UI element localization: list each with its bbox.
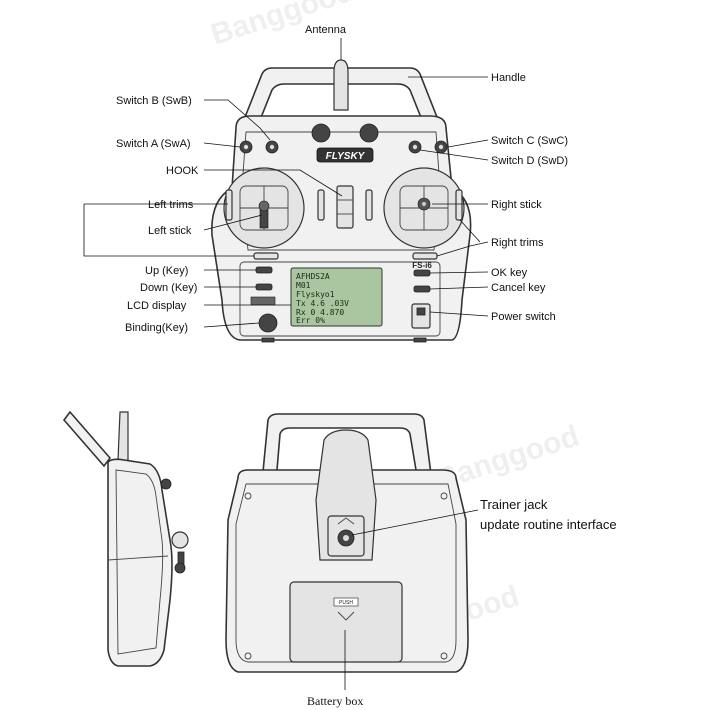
left-stick-icon [258, 200, 270, 229]
label-switch-b: Switch B (SwB) [116, 95, 192, 107]
screw-tl [244, 492, 252, 500]
side-gimbal [171, 531, 189, 549]
front-view: FLYSKY [211, 59, 472, 343]
side-antenna [117, 411, 129, 463]
lcd-line-2: M01 [296, 281, 311, 290]
knob-right [359, 123, 379, 143]
power-switch [411, 303, 431, 329]
switch-c-icon [408, 140, 422, 154]
label-right-trims: Right trims [491, 237, 544, 249]
label-binding-key: Binding(Key) [125, 322, 188, 334]
label-ok-key: OK key [491, 267, 528, 279]
label-power-switch: Power switch [491, 311, 556, 323]
lcd-line-1: AFHDS2A [296, 272, 330, 281]
label-trainer-jack: Trainer jack [480, 497, 548, 512]
lower-panel [239, 261, 441, 337]
side-inner [115, 469, 164, 655]
battery-door [289, 581, 403, 663]
lcd-line-6: Err 0% [296, 316, 325, 325]
screw-tr [440, 492, 448, 500]
side-view [62, 410, 189, 667]
lcd-line-5: Rx 0 4.870 [296, 308, 344, 317]
label-down-key: Down (Key) [140, 282, 197, 294]
push-label: PUSH [339, 600, 353, 606]
label-left-stick: Left stick [148, 225, 192, 237]
knob-left [311, 123, 331, 143]
right-horizontal-trim [412, 252, 438, 260]
push-tab [333, 597, 359, 607]
right-inner-trim [365, 189, 373, 221]
back-body [225, 469, 469, 673]
left-horizontal-trim [253, 252, 279, 260]
lcd-display [290, 267, 383, 327]
leader-trainer [351, 509, 479, 536]
model-label: FS-i6 [412, 261, 432, 270]
leader-lines [83, 38, 489, 328]
label-switch-d: Switch D (SwD) [491, 155, 568, 167]
lcd-line-3: Flyskyo1 [296, 290, 335, 299]
label-switch-a: Switch A (SwA) [116, 138, 191, 150]
label-lcd-display: LCD display [127, 300, 187, 312]
cancel-key [413, 285, 431, 293]
label-battery-box: Battery box [307, 694, 363, 708]
label-right-stick: Right stick [491, 199, 542, 211]
lcd-line-4: Tx 4.6 .03V [296, 299, 349, 308]
side-stick-top [174, 562, 186, 574]
push-arrow-icon [337, 611, 355, 621]
switch-a-icon [239, 140, 253, 154]
left-vertical-trim [225, 189, 233, 221]
side-body [107, 458, 173, 667]
label-handle: Handle [491, 72, 526, 84]
label-antenna: Antenna [305, 24, 347, 36]
back-inner [235, 483, 457, 663]
trainer-arrow [337, 517, 355, 525]
label-switch-c: Switch C (SwC) [491, 135, 568, 147]
binding-key [258, 313, 278, 333]
screw-br [440, 652, 448, 660]
trainer-jack-hole [343, 535, 349, 541]
side-handle [62, 410, 112, 468]
hook [336, 185, 354, 229]
foot-right [413, 337, 427, 343]
label-left-trims: Left trims [148, 199, 194, 211]
right-stick-icon [417, 197, 431, 211]
lcd-side-label [250, 296, 276, 306]
power-switch-knob [416, 307, 426, 316]
ok-key [413, 269, 431, 277]
down-key [255, 283, 273, 291]
foot-left [261, 337, 275, 343]
up-key [255, 266, 273, 274]
side-knob-1 [160, 478, 172, 490]
right-vertical-trim [455, 189, 463, 221]
screw-bl [244, 652, 252, 660]
label-update-interface: update routine interface [480, 517, 617, 532]
brand-badge [316, 147, 374, 163]
label-cancel-key: Cancel key [491, 282, 546, 294]
brand-label: FLYSKY [326, 151, 366, 162]
switch-d-icon [434, 140, 448, 154]
switch-b-icon [265, 140, 279, 154]
label-hook: HOOK [166, 165, 199, 177]
back-view: PUSH [225, 413, 469, 673]
antenna [333, 59, 349, 111]
left-inner-trim [317, 189, 325, 221]
label-up-key: Up (Key) [145, 265, 188, 277]
